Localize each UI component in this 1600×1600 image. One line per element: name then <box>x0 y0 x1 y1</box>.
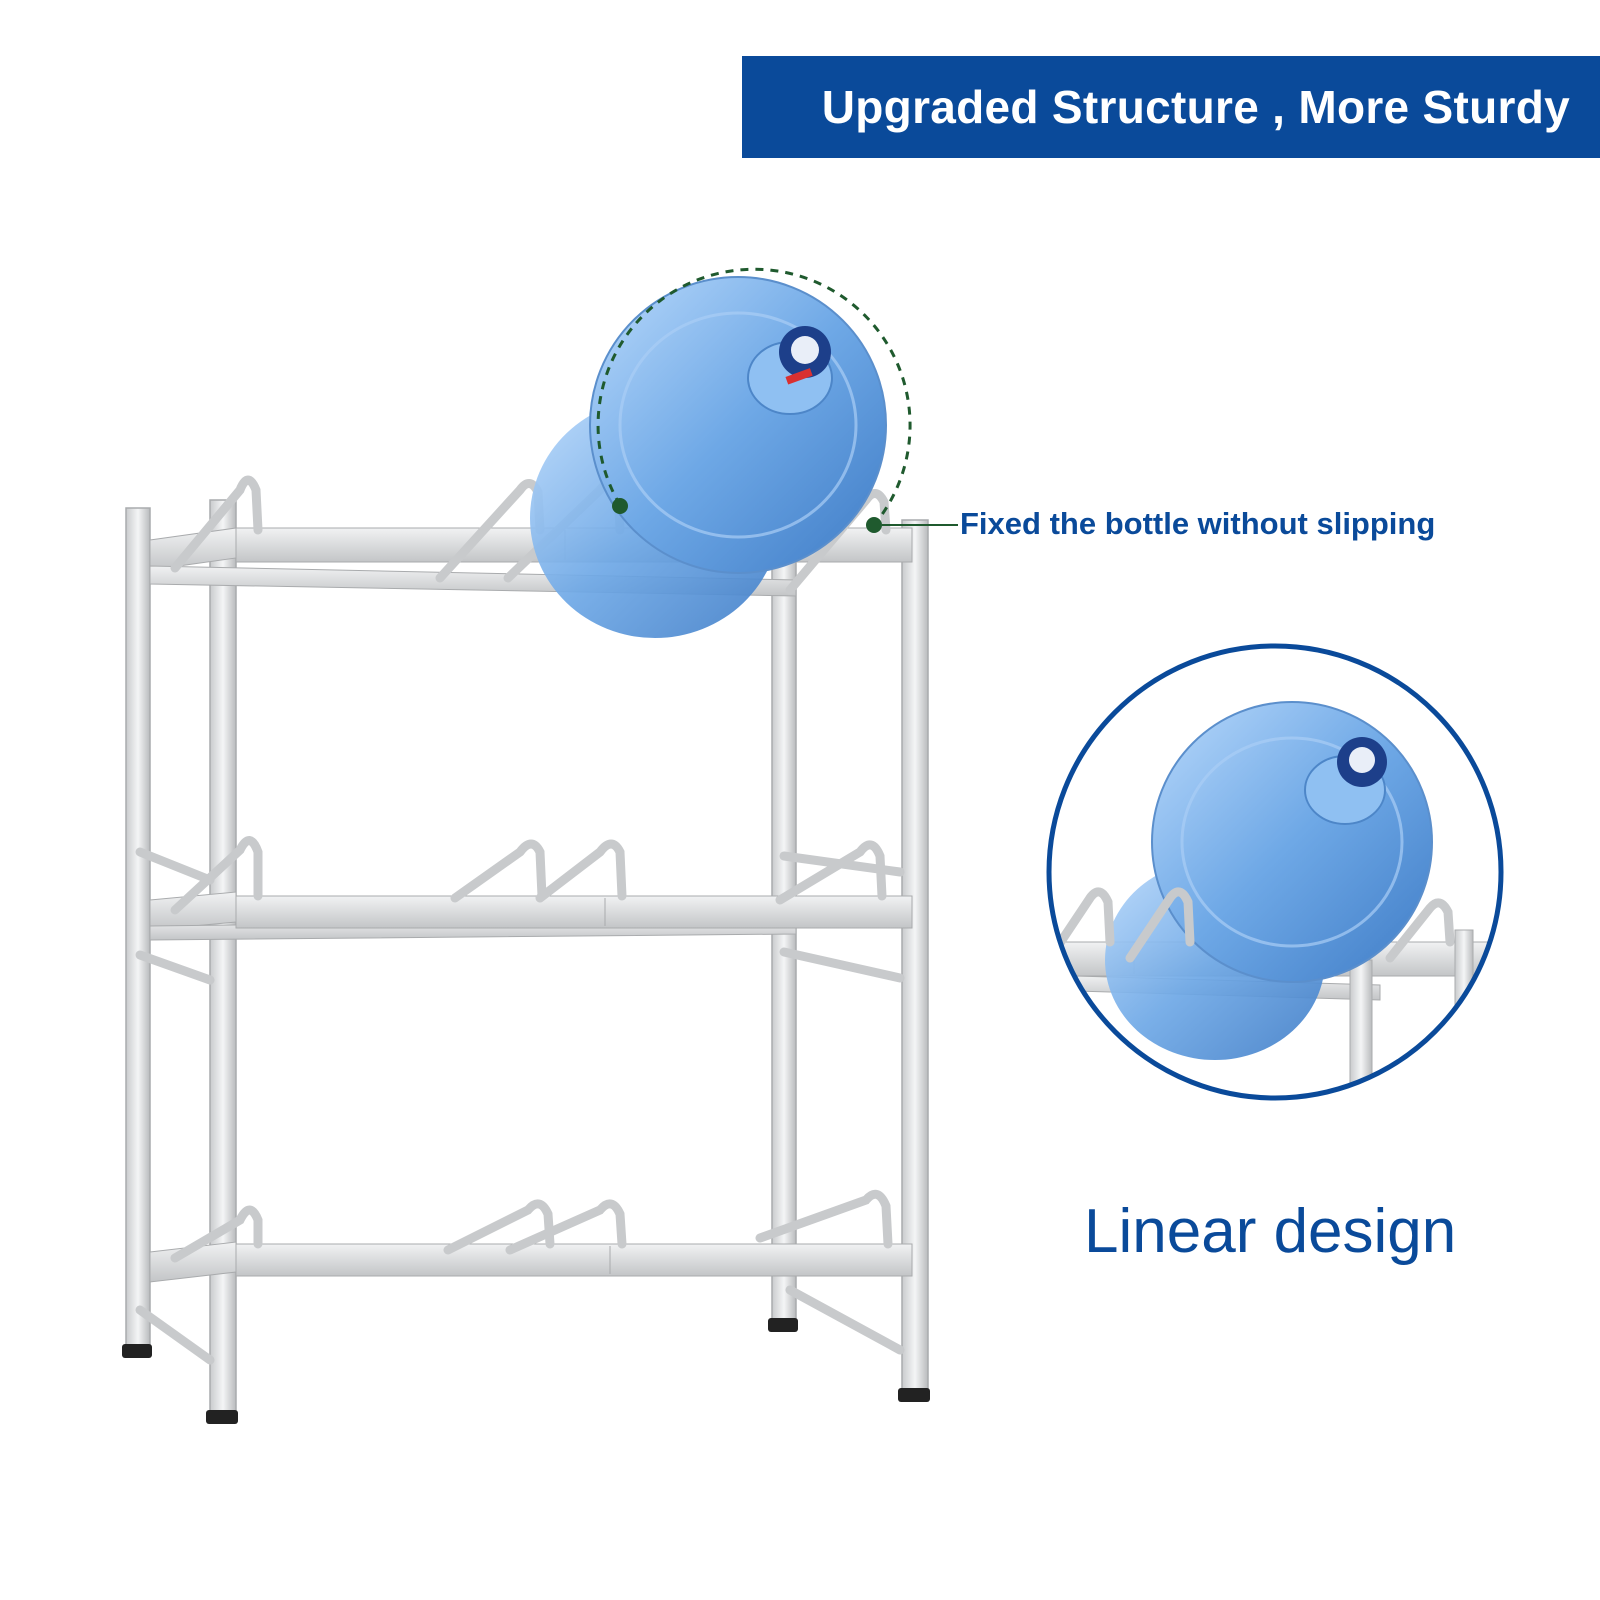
rack-shelf-bottom <box>135 1189 913 1365</box>
highlight-arc <box>596 267 912 526</box>
rack-foot <box>206 1410 238 1424</box>
callout-label: Fixed the bottle without slipping <box>960 506 1436 541</box>
water-bottle-icon <box>530 276 887 638</box>
rack-shelf-middle <box>135 836 913 985</box>
callout-dot <box>866 517 882 533</box>
rack-post <box>209 499 237 1413</box>
rack-foot <box>122 1344 152 1358</box>
title-banner: Upgraded Structure , More Sturdy <box>742 56 1600 158</box>
detail-caption: Linear design <box>1084 1197 1457 1266</box>
callout-dot <box>612 498 628 514</box>
rack-post <box>771 559 797 1321</box>
rack-post <box>125 507 151 1349</box>
water-bottle-rack <box>122 475 930 1424</box>
zoom-circle-icon <box>1046 643 1504 1101</box>
rack-foot <box>768 1318 798 1332</box>
page-title: Upgraded Structure , More Sturdy <box>821 81 1570 133</box>
rack-foot <box>898 1388 930 1402</box>
